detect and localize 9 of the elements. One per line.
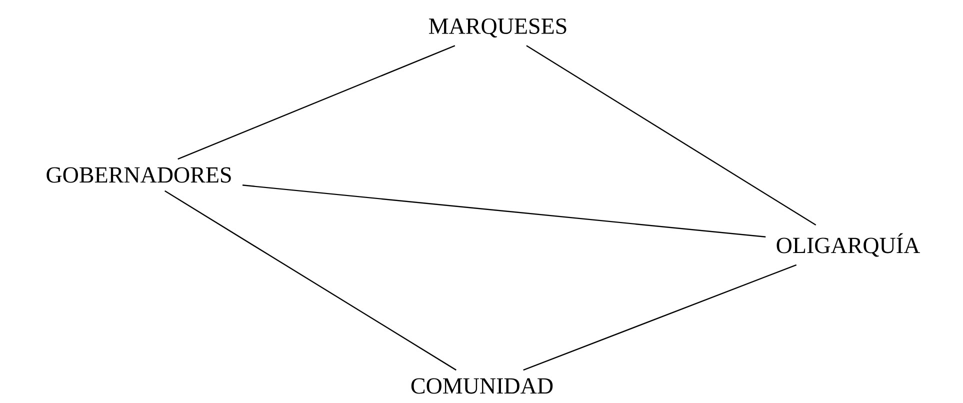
connector-line <box>523 264 797 371</box>
node-label: MARQUESES <box>429 18 566 38</box>
node-label: COMUNIDAD <box>411 378 553 394</box>
connector-line <box>164 190 456 371</box>
connector-line <box>178 45 456 160</box>
node-label: OLIGARQUÍA <box>776 233 920 257</box>
connector-line <box>526 45 816 226</box>
node-label: GOBERNADORES <box>46 167 231 183</box>
connector-line <box>242 184 766 238</box>
